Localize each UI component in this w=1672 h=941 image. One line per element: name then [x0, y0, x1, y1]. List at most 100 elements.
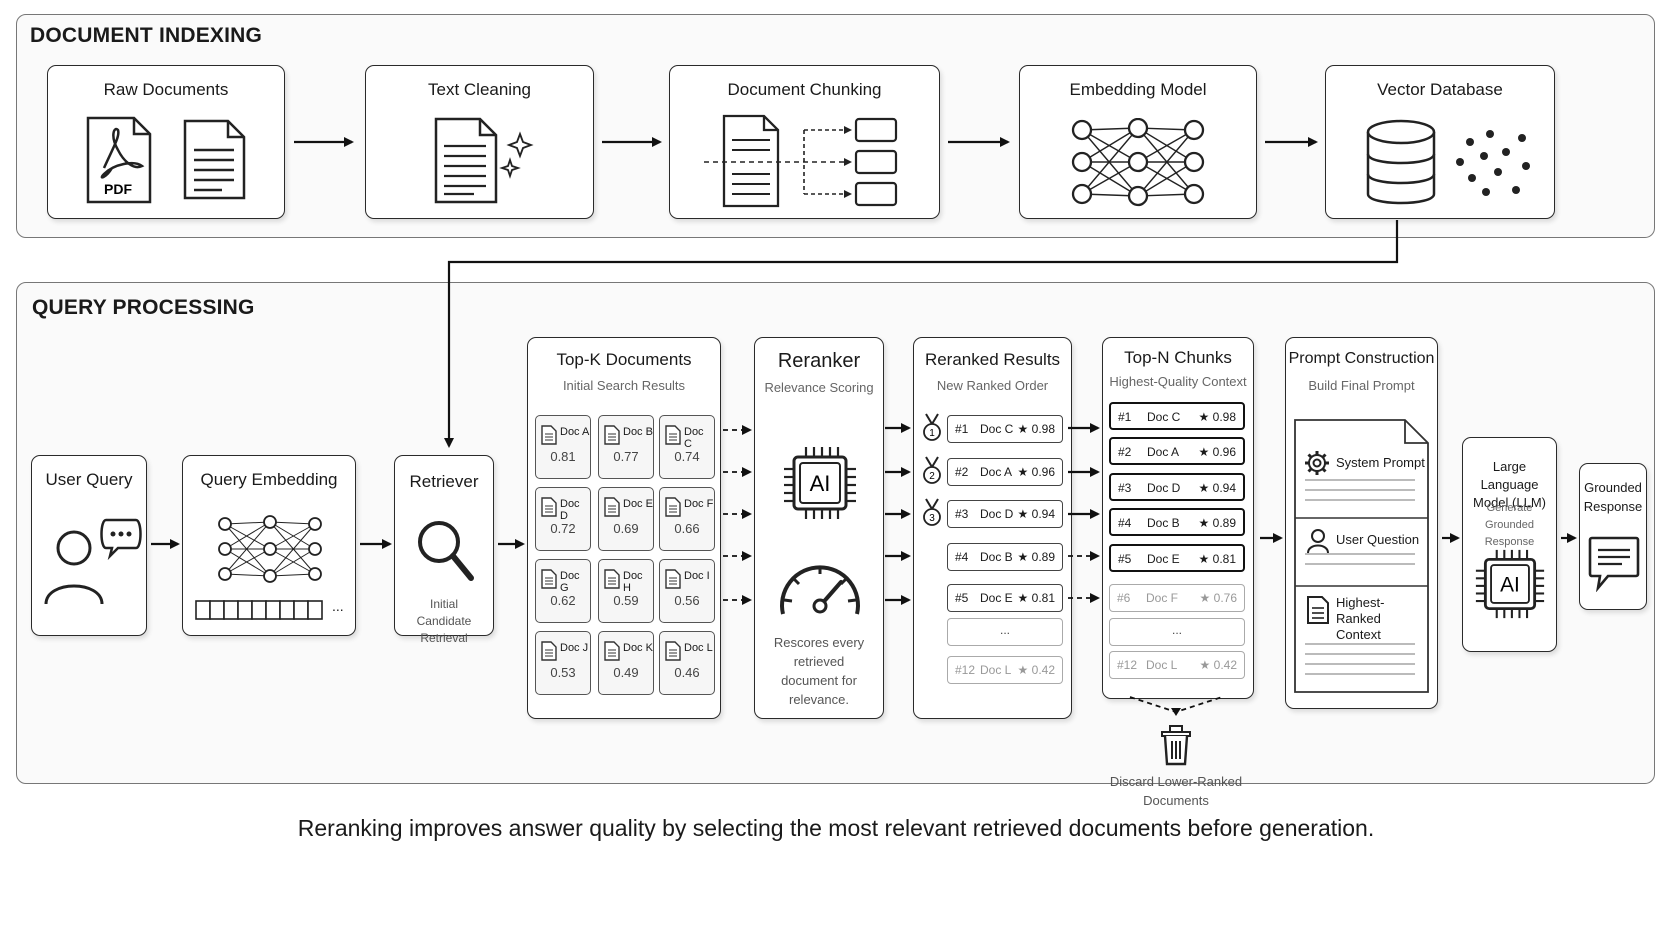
row-score: ★ 0.94 — [1198, 481, 1236, 495]
reranker-title: Reranker — [777, 350, 861, 372]
row-doc-name: Doc F — [1146, 591, 1179, 605]
reranker-subtitle: Relevance Scoring — [764, 380, 874, 395]
row-score: ★ 0.81 — [1017, 591, 1055, 605]
reranker-box: Reranker Relevance Scoring AI Rescores e… — [754, 337, 884, 719]
discard-label: Discard Lower-Ranked Documents — [1109, 774, 1243, 808]
user-query-title: User Query — [45, 470, 133, 489]
document-icon — [541, 497, 557, 517]
ellipsis-row: ... — [947, 618, 1063, 646]
prompt-subtitle: Build Final Prompt — [1308, 378, 1415, 393]
row-score: ★ 0.89 — [1198, 516, 1236, 530]
row-doc-name: Doc L — [980, 663, 1012, 677]
row-rank: #6 — [1117, 591, 1131, 605]
reranked-title: Reranked Results — [924, 350, 1061, 369]
row-score: ★ 0.98 — [1198, 410, 1236, 424]
row-doc-name: Doc A — [1147, 445, 1180, 459]
system-prompt-label: System Prompt — [1336, 455, 1425, 470]
row-doc-name: Doc E — [980, 591, 1013, 605]
reranked-results-box: Reranked Results New Ranked Order — [913, 337, 1072, 719]
doc-score: 0.66 — [674, 521, 700, 536]
text-cleaning-title: Text Cleaning — [427, 80, 531, 99]
row-rank: #12 — [1117, 658, 1138, 672]
document-icon — [665, 569, 681, 589]
ranked-row: #5 Doc E ★ 0.81 — [947, 584, 1063, 612]
row-rank: #1 — [955, 422, 969, 436]
doc-score: 0.77 — [613, 449, 639, 464]
response-title: Grounded Response — [1583, 480, 1643, 514]
row-doc-name: Doc B — [1147, 516, 1180, 530]
medal-icon: 3 — [923, 498, 941, 526]
row-score: ★ 0.96 — [1198, 445, 1236, 459]
doc-name: Doc G — [560, 570, 580, 594]
doc-score: 0.59 — [613, 593, 639, 608]
grounded-response-box: Grounded Response — [1579, 463, 1647, 610]
ranked-row: #6 Doc F ★ 0.76 — [1109, 584, 1245, 612]
query-embedding-title: Query Embedding — [200, 470, 338, 489]
row-score: ★ 0.96 — [1017, 465, 1055, 479]
row-rank: #12 — [955, 663, 976, 677]
ai-chip-icon: AI — [1475, 549, 1545, 619]
doc-score: 0.62 — [550, 593, 576, 608]
row-doc-name: Doc C — [980, 422, 1014, 436]
document-icon — [541, 569, 557, 589]
medal-number: 3 — [929, 513, 935, 524]
row-rank: #2 — [1118, 445, 1132, 459]
trash-icon — [1161, 725, 1191, 766]
retriever-title: Retriever — [409, 472, 479, 491]
medal-icon: 1 — [923, 413, 941, 441]
row-rank: #5 — [955, 591, 969, 605]
database-icon — [1366, 119, 1530, 205]
embedding-model-box: Embedding Model — [1019, 65, 1257, 219]
doc-score: 0.72 — [550, 521, 576, 536]
document-icon — [665, 497, 681, 517]
prompt-title: Prompt Construction — [1288, 350, 1435, 367]
row-rank: #2 — [955, 465, 969, 479]
ellipsis-row: ... — [1109, 618, 1245, 646]
top-k-title: Top-K Documents — [556, 350, 692, 369]
doc-name: Doc F — [684, 498, 714, 510]
llm-title: Large Language Model (LLM) — [1473, 459, 1546, 510]
row-score: ★ 0.42 — [1199, 658, 1237, 672]
row-doc-name: Doc C — [1147, 410, 1181, 424]
row-doc-name: Doc D — [1147, 481, 1181, 495]
pdf-label: PDF — [104, 181, 132, 197]
row-rank: #4 — [955, 550, 969, 564]
neural-network-icon — [218, 515, 322, 583]
row-score: ★ 0.94 — [1017, 507, 1055, 521]
row-score: ★ 0.76 — [1199, 591, 1237, 605]
row-rank: #5 — [1118, 552, 1132, 566]
doc-score: 0.46 — [674, 665, 700, 680]
row-doc-name: Doc A — [980, 465, 1013, 479]
llm-box: Large Language Model (LLM) Generate Grou… — [1462, 437, 1557, 652]
user-query-box[interactable]: User Query — [31, 455, 147, 636]
row-doc-name: Doc B — [980, 550, 1013, 564]
embedding-ellipsis: ... — [332, 598, 344, 614]
llm-chip-label: AI — [1500, 574, 1520, 597]
retriever-note: Initial Candidate Retrieval — [416, 597, 472, 645]
retriever-box: Retriever Initial Candidate Retrieval — [394, 455, 494, 645]
embedding-model-title: Embedding Model — [1069, 80, 1207, 99]
raw-documents-title: Raw Documents — [103, 80, 229, 99]
ellipsis: ... — [1171, 623, 1182, 637]
doc-name: Doc H — [623, 570, 643, 594]
context-label: Highest-Ranked Context — [1336, 595, 1385, 642]
document-icon — [604, 641, 620, 661]
top-k-documents-box: Top-K Documents Initial Search Results D… — [527, 337, 721, 719]
doc-name: Doc I — [684, 570, 710, 582]
doc-name: Doc A — [560, 426, 590, 438]
row-score: ★ 0.98 — [1017, 422, 1055, 436]
